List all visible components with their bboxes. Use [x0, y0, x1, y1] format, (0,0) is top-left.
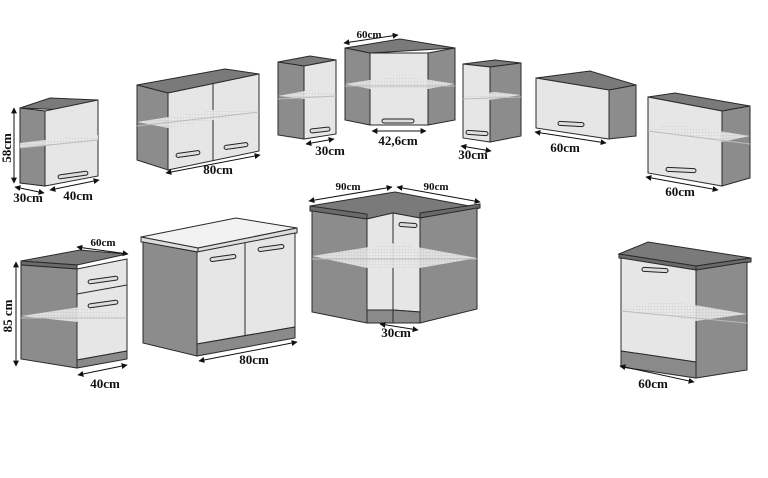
label-depth: 30cm [13, 190, 43, 205]
label-width: 40cm [63, 188, 93, 203]
wall-cabinet-40: 58cm 30cm 40cm [0, 97, 100, 205]
wall-cabinet-30-b: 30cm [458, 59, 522, 162]
base-cabinet-40-drawer: 60cm 85 cm 40cm [0, 237, 129, 391]
base-cabinet-60: 60cm [617, 241, 752, 391]
label-width: 30cm [315, 143, 345, 158]
wall-corner-cabinet: 60cm 42,6cm [343, 29, 456, 148]
wall-cabinet-60: 60cm [645, 92, 751, 199]
label-width: 60cm [638, 376, 668, 391]
label-right: 90cm [423, 181, 448, 193]
label-door: 30cm [381, 325, 411, 340]
label-width: 42,6cm [378, 133, 418, 148]
label-side: 60cm [356, 29, 381, 41]
label-width: 40cm [90, 376, 120, 391]
wall-cabinet-30-a: 30cm [277, 55, 345, 158]
label-height: 85 cm [0, 299, 15, 332]
label-width: 80cm [203, 162, 233, 177]
label-height: 58cm [0, 133, 14, 163]
wall-cabinet-80: 80cm [136, 68, 261, 177]
label-width: 30cm [458, 147, 488, 162]
base-corner-cabinet: 90cm 90cm 30cm [308, 181, 481, 340]
label-width: 60cm [550, 140, 580, 155]
label-width: 80cm [239, 352, 269, 367]
label-width: 60cm [665, 184, 695, 199]
label-left: 90cm [335, 181, 360, 193]
label-depth: 60cm [90, 237, 115, 249]
wall-flap-cabinet-60: 60cm [534, 70, 637, 155]
base-cabinet-80: 80cm [140, 217, 298, 367]
